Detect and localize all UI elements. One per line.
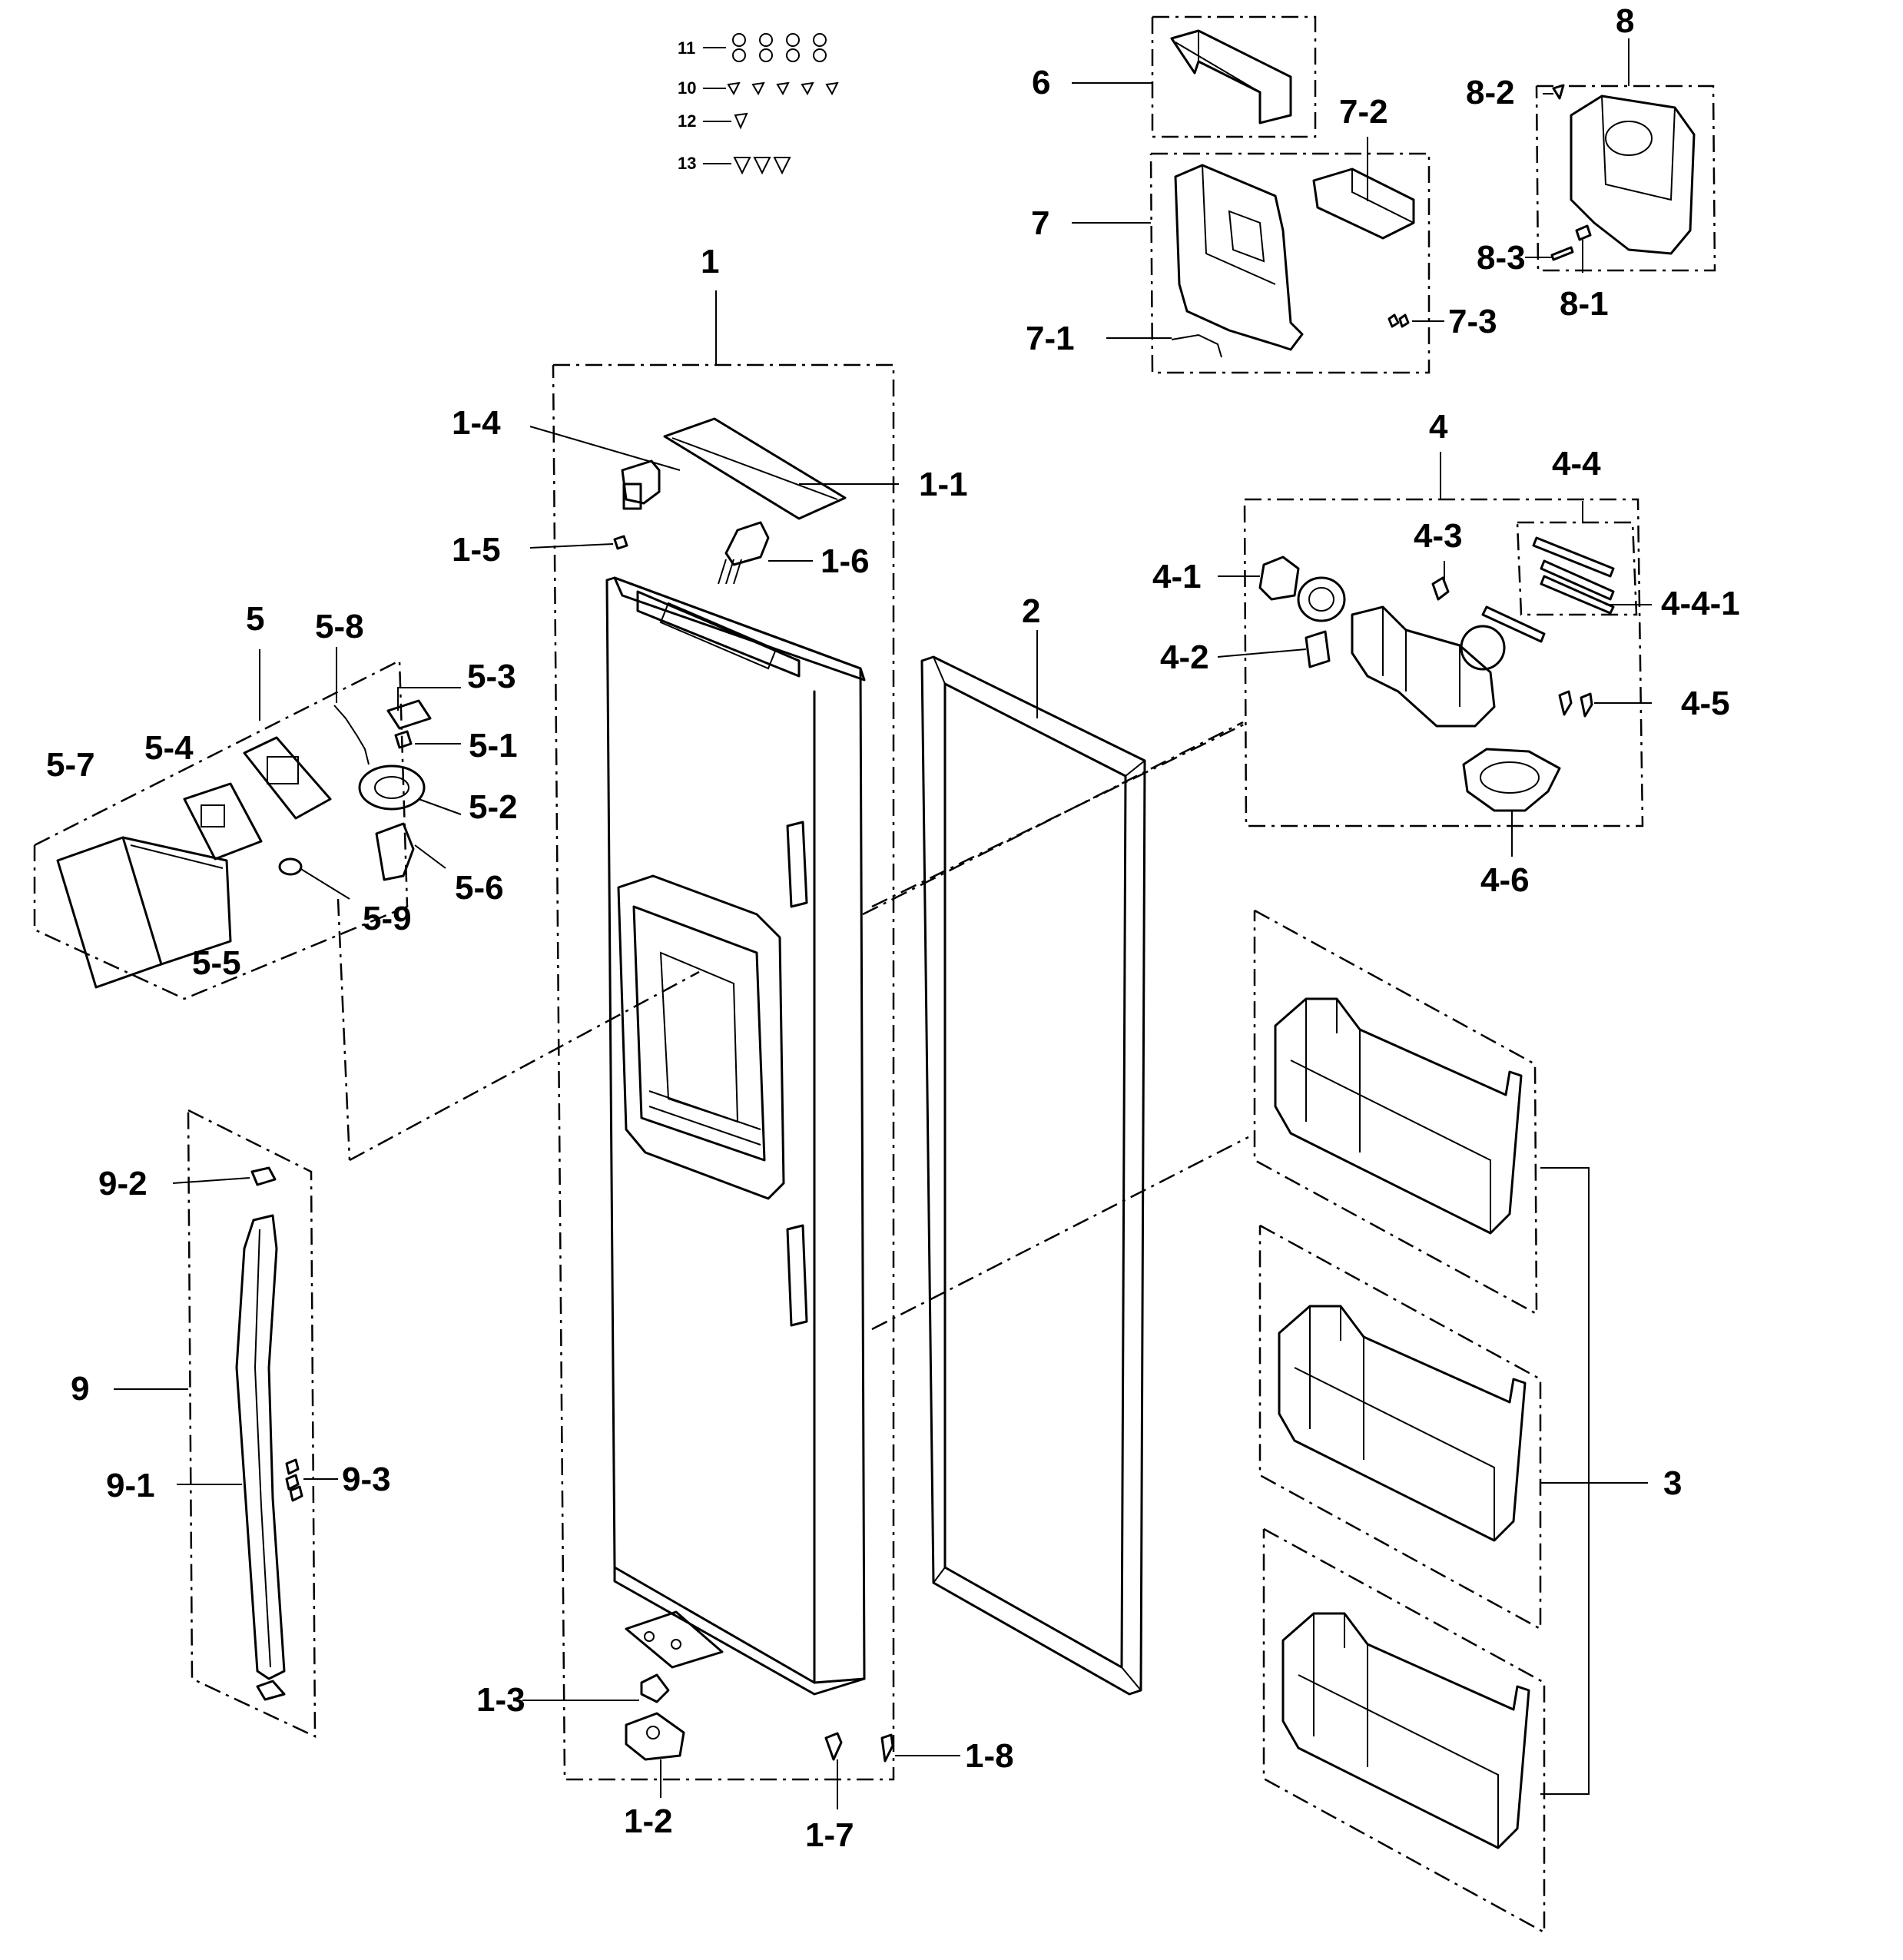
part-5-7-pcb [183, 782, 263, 861]
label-9: 9 [71, 1370, 89, 1408]
bucket-cover-group [1072, 15, 1317, 138]
auger-motor-group [862, 452, 1652, 916]
label-4-2: 4-2 [1160, 638, 1209, 676]
label-7-3: 7-3 [1448, 303, 1497, 340]
label-1: 1 [701, 243, 719, 280]
part-1-1-cover [663, 417, 847, 520]
ice-maker-group [1072, 137, 1444, 374]
label-1-2: 1-2 [624, 1802, 673, 1840]
part-7-2-tray [1312, 167, 1415, 240]
label-8-3: 8-3 [1477, 239, 1526, 277]
label-1-6: 1-6 [821, 542, 870, 580]
label-4: 4 [1429, 408, 1448, 446]
label-1-1: 1-1 [919, 466, 968, 503]
part-4-housing [1351, 605, 1496, 728]
part-7-ice-maker [1174, 164, 1304, 351]
door-bins-group [1253, 909, 1648, 1935]
label-9-1: 9-1 [106, 1467, 155, 1504]
ice-route-group [1525, 38, 1716, 273]
label-7: 7 [1031, 204, 1049, 242]
handle-group [114, 1109, 338, 1738]
label-4-6: 4-6 [1480, 861, 1530, 899]
label-1-5: 1-5 [452, 531, 501, 569]
label-5-9: 5-9 [363, 900, 412, 937]
part-3-bin-middle [1278, 1305, 1527, 1542]
label-8-2: 8-2 [1466, 74, 1515, 111]
label-1-7: 1-7 [805, 1816, 854, 1854]
label-7-2: 7-2 [1339, 93, 1388, 131]
part-12-screw [734, 112, 748, 130]
part-8-ice-route [1570, 95, 1696, 255]
label-4-1: 4-1 [1152, 558, 1202, 595]
label-5-1: 5-1 [469, 727, 518, 764]
part-1-2-lower-hinge [625, 1610, 724, 1669]
dispenser-control-group [33, 647, 700, 1162]
label-13: 13 [678, 154, 696, 173]
label-4-4-1: 4-4-1 [1661, 585, 1740, 622]
hardware-group [703, 33, 839, 175]
label-1-4: 1-4 [452, 404, 501, 442]
label-8: 8 [1616, 2, 1634, 40]
label-3: 3 [1663, 1464, 1682, 1502]
part-4-6-auger-cap [1462, 748, 1561, 812]
label-1-3: 1-3 [476, 1681, 525, 1719]
label-11: 11 [678, 38, 695, 58]
label-4-4: 4-4 [1552, 445, 1601, 483]
label-5-3: 5-3 [467, 658, 516, 695]
label-9-3: 9-3 [342, 1461, 391, 1498]
part-9-1-handle [235, 1214, 286, 1680]
label-5-4: 5-4 [144, 729, 194, 767]
label-6: 6 [1032, 64, 1050, 101]
part-3-bin-bottom [1281, 1612, 1530, 1849]
part-1-4-hinge [621, 459, 661, 505]
label-7-1: 7-1 [1026, 320, 1075, 357]
part-3-bin-top [1274, 997, 1523, 1235]
label-4-3: 4-3 [1414, 517, 1463, 555]
part-13-screws [733, 157, 791, 175]
part-1-6-part [724, 521, 770, 566]
part-5-4-panel [243, 736, 332, 820]
label-1-8: 1-8 [965, 1737, 1014, 1775]
label-4-5: 4-5 [1681, 685, 1730, 722]
label-5-7: 5-7 [46, 746, 95, 784]
part-10-screws [727, 81, 839, 96]
label-5: 5 [246, 600, 264, 638]
label-5-5: 5-5 [192, 944, 241, 982]
part-11-clips [732, 33, 827, 62]
label-10: 10 [678, 78, 696, 98]
label-2: 2 [1022, 592, 1040, 630]
label-5-6: 5-6 [455, 869, 504, 907]
label-5-2: 5-2 [469, 788, 518, 826]
label-5-8: 5-8 [315, 608, 364, 645]
part-4-1-motor [1258, 555, 1300, 601]
door-assembly-group [522, 290, 960, 1809]
callout-labels: 1 1-1 1-2 1-3 1-4 1-5 1-6 1-7 1-8 2 3 4 … [46, 2, 1740, 1854]
part-6-cover [1170, 29, 1292, 124]
label-8-1: 8-1 [1560, 285, 1609, 323]
label-12: 12 [678, 111, 696, 131]
label-9-2: 9-2 [98, 1165, 148, 1202]
door-gasket-group [871, 630, 1249, 1696]
part-2-gasket [920, 655, 1146, 1696]
